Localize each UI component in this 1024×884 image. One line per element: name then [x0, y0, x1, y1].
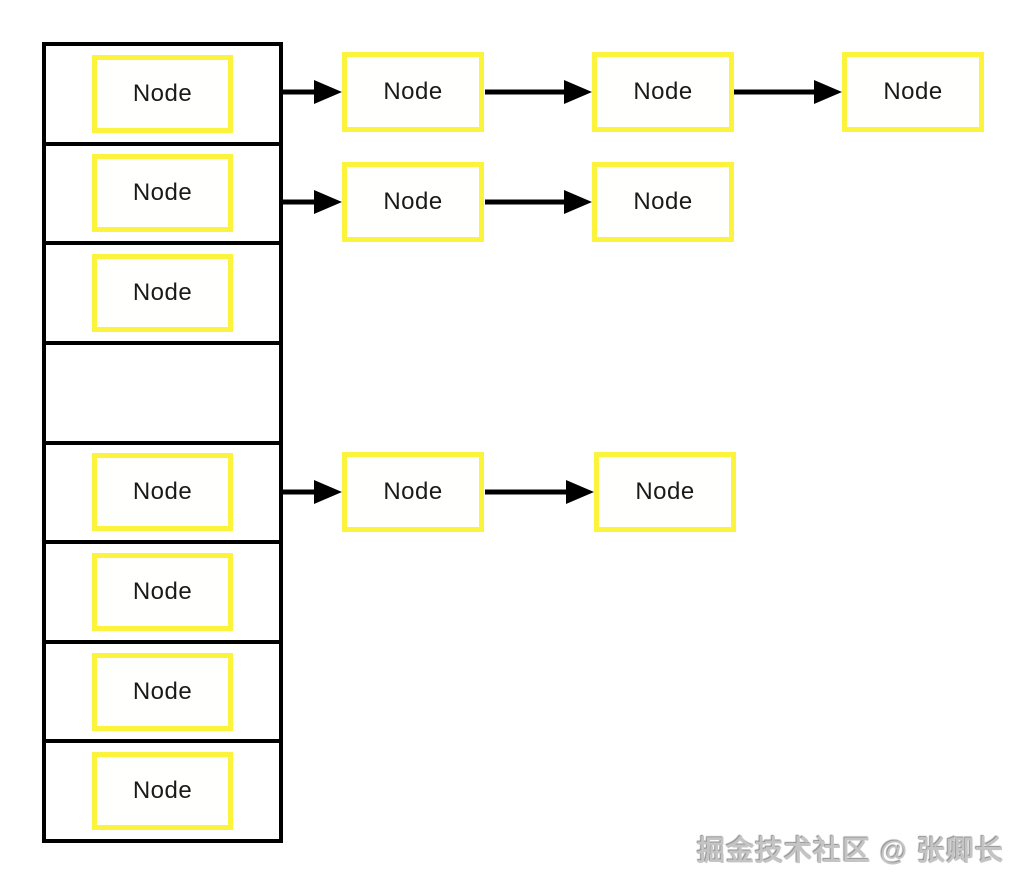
node-label: Node	[383, 188, 443, 215]
arrow	[733, 80, 842, 104]
node-label: Node	[383, 78, 443, 105]
node-label: Node	[883, 78, 943, 105]
bucket-array: Node Node Node Node Node Node	[42, 42, 283, 843]
array-cell-empty	[46, 340, 279, 441]
chain-node: Node	[592, 52, 734, 132]
node-label: Node	[132, 777, 193, 805]
bucket-node: Node	[92, 154, 233, 233]
node-label: Node	[132, 279, 193, 307]
chain-node: Node	[842, 52, 984, 132]
bucket-node: Node	[92, 453, 233, 532]
chain-node: Node	[342, 452, 484, 532]
array-cell: Node	[46, 141, 279, 242]
node-label: Node	[132, 478, 193, 506]
array-cell: Node	[46, 739, 279, 839]
node-label: Node	[132, 79, 193, 107]
array-cell: Node	[46, 241, 279, 341]
bucket-node: Node	[92, 552, 233, 631]
node-label: Node	[633, 188, 693, 215]
array-cell: Node	[46, 46, 279, 142]
node-label: Node	[633, 78, 693, 105]
chain-node: Node	[342, 52, 484, 132]
chain-node: Node	[342, 162, 484, 242]
node-label: Node	[132, 179, 193, 207]
node-label: Node	[132, 677, 193, 705]
watermark: 掘金技术社区 @ 张卿长	[697, 835, 1004, 866]
bucket-node: Node	[92, 652, 233, 731]
array-cell: Node	[46, 440, 279, 541]
chain-node: Node	[592, 162, 734, 242]
bucket-node: Node	[92, 254, 233, 333]
node-label: Node	[635, 478, 695, 505]
array-cell: Node	[46, 639, 279, 740]
node-label: Node	[132, 577, 193, 605]
arrow	[485, 80, 592, 104]
array-cell: Node	[46, 540, 279, 640]
chain-node: Node	[594, 452, 736, 532]
node-label: Node	[383, 478, 443, 505]
arrow	[485, 480, 594, 504]
arrow	[485, 190, 592, 214]
bucket-node: Node	[92, 54, 233, 133]
bucket-node: Node	[92, 752, 233, 831]
